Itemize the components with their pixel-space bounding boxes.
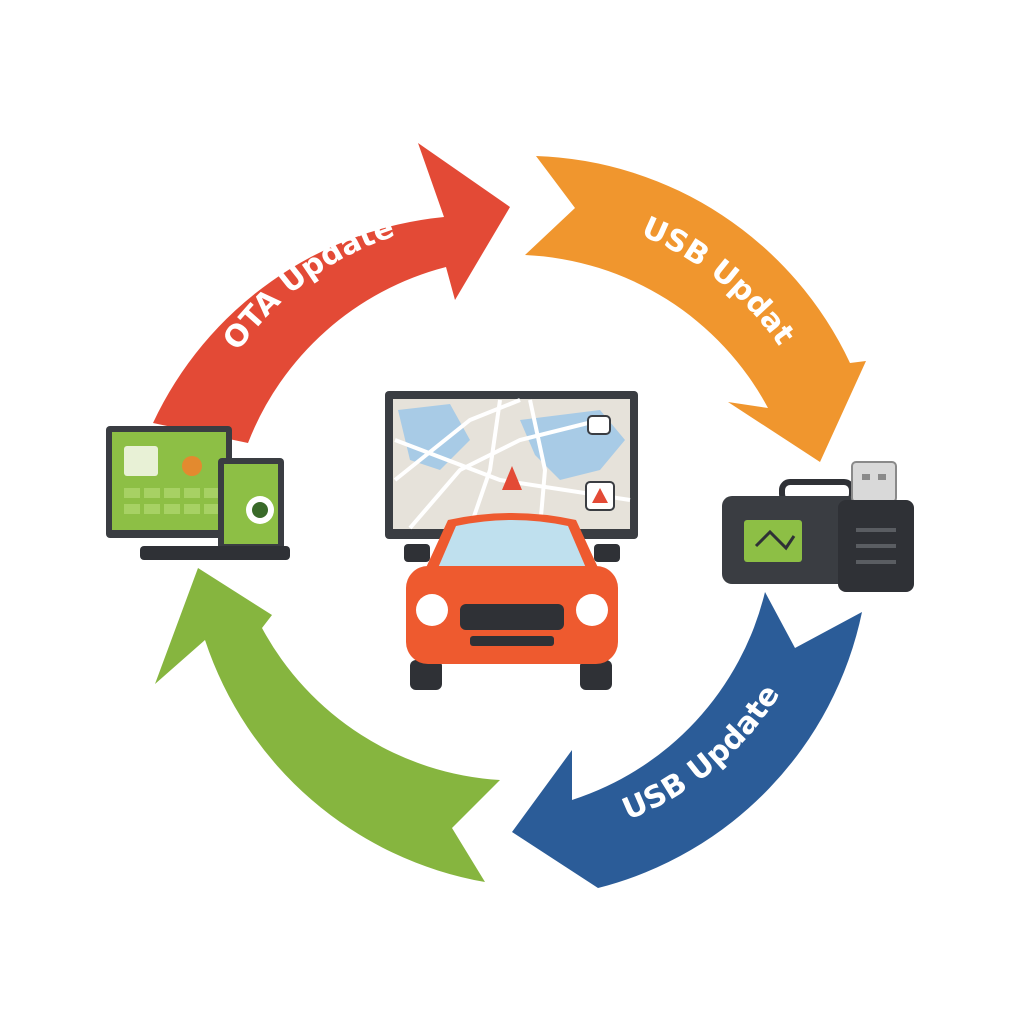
laptop-and-tablet-app-store-icon [106,426,290,560]
orange-arrow-shape [525,156,866,462]
map-water [398,404,470,470]
warning-triangle-icon [592,488,608,503]
usb-connector-slot [878,474,886,480]
usb-drive-grip [856,528,896,564]
laptop-base [140,546,290,560]
tablet-app-icon-inner [252,502,268,518]
map-roads [393,398,631,530]
usb-connector-slot [862,474,870,480]
car-with-navigation-screen-icon [385,391,638,690]
app-badge-icon [182,456,202,476]
usb-connector [851,461,897,503]
device-screen-graph-icon [754,529,796,551]
red-arrow-shape [153,143,510,443]
device-screen [744,520,802,562]
app-grid [124,488,220,514]
car-icon [404,513,620,690]
app-tile [124,446,158,476]
map-poi-badge-icon [587,415,611,435]
blue-arrow-shape [512,592,862,888]
nav-location-arrow-icon [502,466,522,490]
green-arrow-shape [155,568,500,882]
usb-drive-and-device-icon [722,461,914,592]
green-arrow [155,568,500,882]
